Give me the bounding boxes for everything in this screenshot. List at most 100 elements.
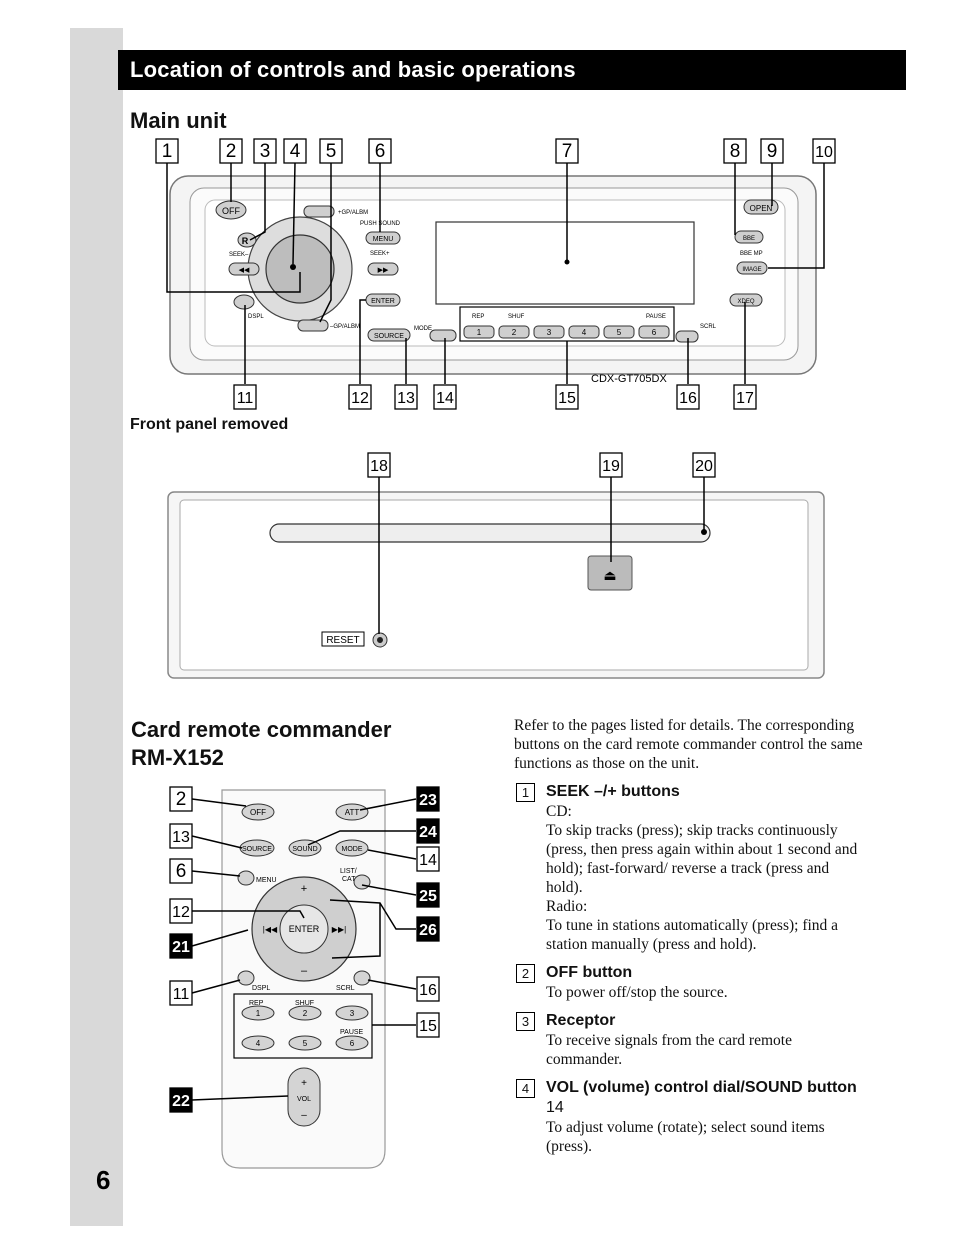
remote-callout-2: 2 (169, 786, 193, 812)
enter-button-label: ENTER (371, 298, 395, 305)
remote-preset-1[interactable]: 1 (241, 1005, 275, 1021)
remote-scrl-button[interactable]: SCRL (336, 970, 371, 992)
svg-text:4: 4 (256, 1039, 261, 1048)
svg-text:2: 2 (512, 328, 517, 337)
unit-preset-3[interactable]: 3 (533, 325, 565, 339)
remote-pause-label: PAUSE (340, 1029, 364, 1036)
scrl-button[interactable] (675, 330, 699, 343)
remote-off-button[interactable]: OFF (241, 803, 275, 821)
item-line: To receive signals from the card remote … (546, 1032, 792, 1068)
callout-10: 10 (812, 138, 836, 164)
svg-text:3: 3 (547, 328, 552, 337)
callout-20: 20 (692, 452, 716, 478)
svg-text:23: 23 (419, 792, 437, 809)
remote-rep-label: REP (249, 1000, 264, 1007)
model-number: CDX-GT705DX (591, 373, 667, 385)
remote-sound-button[interactable]: SOUND (288, 839, 322, 857)
callout-12: 12 (348, 384, 372, 410)
remote-source-button[interactable]: SOURCE (239, 839, 275, 857)
card-remote-heading-line1: Card remote commander (131, 717, 392, 742)
seek-minus-button[interactable]: ◀◀ (228, 262, 260, 276)
svg-text:11: 11 (173, 986, 190, 1003)
bbe-button[interactable]: BBE (734, 230, 764, 244)
remote-callout-23: 23 (416, 786, 440, 812)
vol-dial[interactable] (265, 234, 335, 304)
seek-minus-icon: ◀◀ (239, 267, 250, 274)
reset-button[interactable]: RESET (321, 631, 388, 648)
page-number: 6 (96, 1165, 111, 1195)
remote-vol-button[interactable]: + VOL – (287, 1067, 321, 1127)
remote-preset-2[interactable]: 2 (288, 1005, 322, 1021)
svg-text:15: 15 (419, 1018, 437, 1035)
svg-text:1: 1 (162, 141, 173, 162)
remote-mode-button[interactable]: MODE (335, 839, 369, 857)
remote-cat-label: CAT (342, 876, 356, 883)
remote-preset-6[interactable]: 6 (335, 1035, 369, 1051)
item-title: OFF button (546, 964, 633, 981)
section-banner: Location of controls and basic operation… (118, 50, 906, 90)
xdeq-button[interactable]: XDEQ (729, 293, 763, 307)
remote-scrl-label: SCRL (336, 985, 355, 992)
item-body: To receive signals from the card remote … (514, 1031, 864, 1069)
unit-preset-4[interactable]: 4 (568, 325, 600, 339)
unit-preset-5[interactable]: 5 (603, 325, 635, 339)
remote-vol-label: VOL (297, 1096, 311, 1103)
svg-text:14: 14 (419, 852, 437, 869)
remote-preset-4[interactable]: 4 (241, 1035, 275, 1051)
open-button[interactable]: OPEN (743, 199, 779, 215)
remote-att-button[interactable]: ATT (335, 803, 369, 821)
remote-enter-button[interactable] (279, 904, 329, 954)
remote-preset-5[interactable]: 5 (288, 1035, 322, 1051)
dspl-label: DSPL (248, 314, 264, 320)
svg-text:3: 3 (350, 1009, 355, 1018)
main-unit-heading: Main unit (130, 108, 227, 133)
item-body: CD:To skip tracks (press); skip tracks c… (514, 802, 864, 954)
eject-button[interactable]: ⏏ (587, 555, 633, 591)
svg-text:6: 6 (375, 141, 386, 162)
remote-menu-button[interactable]: MENU (237, 870, 277, 886)
dspl-button[interactable]: DSPL (233, 294, 264, 320)
intro-text: Refer to the pages listed for details. T… (514, 717, 863, 772)
enter-button[interactable]: ENTER (365, 293, 401, 307)
callout-16: 16 (676, 384, 700, 410)
svg-text:4: 4 (582, 328, 587, 337)
source-button-label: SOURCE (374, 333, 404, 340)
remote-callout-26: 26 (416, 916, 440, 942)
remote-dspl-button[interactable]: DSPL (237, 970, 270, 992)
gp-albm-minus-button[interactable]: –GP/ALBM (297, 319, 360, 332)
gp-albm-plus-button[interactable]: +GP/ALBM (303, 205, 368, 218)
remote-source-label: SOURCE (242, 846, 272, 853)
item-page-ref: 14 (546, 1099, 564, 1116)
source-button[interactable]: SOURCE (367, 328, 411, 342)
item-title: SEEK –/+ buttons (546, 783, 680, 800)
svg-text:5: 5 (303, 1039, 308, 1048)
seek-plus-button[interactable]: ▶▶ (367, 262, 399, 276)
callout-15: 15 (555, 384, 579, 410)
svg-text:24: 24 (419, 824, 437, 841)
image-button[interactable]: IMAGE (736, 261, 768, 275)
svg-text:6: 6 (350, 1039, 355, 1048)
remote-preset-3[interactable]: 3 (335, 1005, 369, 1021)
menu-button[interactable]: MENU (365, 231, 401, 245)
off-button[interactable]: OFF (215, 200, 247, 220)
unit-preset-6[interactable]: 6 (638, 325, 670, 339)
svg-text:25: 25 (419, 888, 437, 905)
unit-preset-2[interactable]: 2 (498, 325, 530, 339)
gp-albm-minus-label: –GP/ALBM (330, 324, 360, 330)
item-line: CD: (546, 803, 572, 820)
svg-text:14: 14 (436, 390, 454, 407)
remote-list-cat-button[interactable]: LIST/ CAT (340, 868, 371, 890)
svg-text:26: 26 (419, 922, 437, 939)
remote-shuf-label: SHUF (295, 1000, 314, 1007)
mode-button[interactable] (429, 329, 457, 342)
disc-slot (269, 523, 711, 543)
unit-preset-1[interactable]: 1 (463, 325, 495, 339)
remote-callout-6: 6 (169, 858, 193, 884)
card-remote-diagram: OFF ATT SOURCE SOUND MODE MENU LIST/ CAT (169, 786, 440, 1169)
